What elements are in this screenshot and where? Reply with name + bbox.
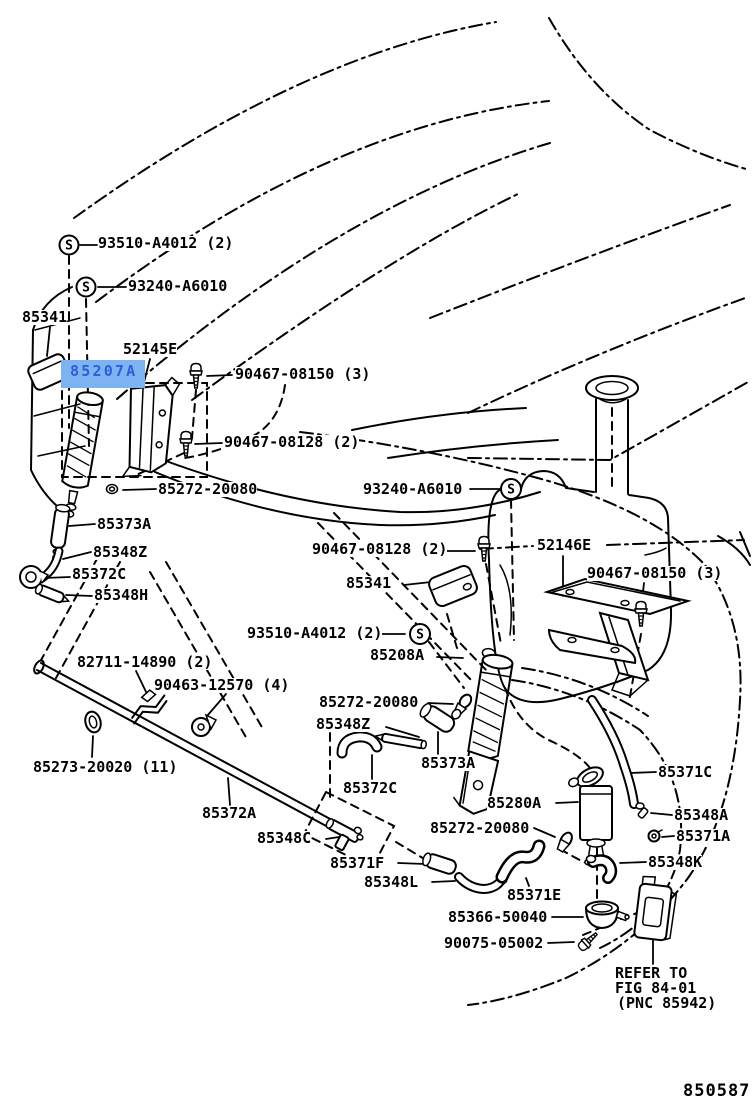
part-label-refer-line-3: (PNC 85942): [617, 994, 717, 1012]
part-label-85348l[interactable]: 85348L: [364, 873, 419, 891]
part-label-93510-a4012-top[interactable]: 93510-A4012 (2): [98, 234, 234, 252]
part-label-85366-50040[interactable]: 85366-50040: [448, 908, 548, 926]
part-label-85348z-left[interactable]: 85348Z: [93, 543, 148, 561]
part-label-93240-a6010-top[interactable]: 93240-A6010: [128, 277, 228, 295]
part-label-85272-20080-1[interactable]: 85272-20080: [158, 480, 258, 498]
clamp-85272-bottom: [556, 831, 573, 853]
screw-icon: [634, 600, 648, 627]
part-label-90463-12570[interactable]: 90463-12570 (4): [154, 676, 290, 694]
bracket-pnc-85942: [633, 875, 678, 942]
bracket-52145e: [121, 376, 181, 478]
part-label-90467-08128-left[interactable]: 90467-08128 (2): [224, 433, 360, 451]
part-label-85341-right[interactable]: 85341: [346, 574, 392, 592]
washer-pump-85280a: [568, 766, 613, 866]
screw-symbol-icon: S: [409, 623, 431, 645]
part-label-93510-a4012-mid[interactable]: 93510-A4012 (2): [247, 624, 383, 642]
part-85373a-mid: [419, 702, 456, 733]
screw-symbol-icon: S: [75, 276, 97, 298]
screw-symbol-letter: S: [416, 628, 424, 643]
clamp-85272-mid: [451, 693, 473, 720]
part-label-90467-08150-right[interactable]: 90467-08150 (3): [587, 564, 723, 582]
part-label-52146e[interactable]: 52146E: [537, 536, 592, 554]
valve-85366: [585, 900, 630, 930]
clamp-82711: [131, 689, 168, 725]
part-label-85273-20020[interactable]: 85273-20020 (11): [33, 758, 178, 776]
label-leader-lines: [43, 244, 675, 965]
part-label-85348k[interactable]: 85348K: [648, 853, 703, 871]
screw-icon: [189, 362, 203, 389]
part-label-90467-08128-right[interactable]: 90467-08128 (2): [312, 540, 448, 558]
screw-symbol-letter: S: [82, 281, 90, 296]
part-label-85373a-mid[interactable]: 85373A: [421, 754, 476, 772]
bracket-52146e: [543, 577, 692, 697]
part-label-85348c[interactable]: 85348C: [257, 829, 312, 847]
part-label-85341-left[interactable]: 85341: [22, 308, 68, 326]
s-symbols: S S S S: [58, 234, 522, 645]
screw-symbol-icon: S: [500, 478, 522, 500]
part-label-90075-05002[interactable]: 90075-05002: [444, 934, 544, 952]
part-label-52145e[interactable]: 52145E: [123, 340, 178, 358]
part-label-refer-line-1: REFER TO: [615, 964, 688, 982]
part-label-85280a[interactable]: 85280A: [487, 794, 542, 812]
headlamp-washer-actuator-left: [27, 353, 181, 518]
screw-symbol-letter: S: [65, 239, 73, 254]
part-85348h: [34, 583, 71, 604]
connector-85348a: [635, 802, 649, 819]
part-label-85272-20080-3[interactable]: 85272-20080: [430, 819, 530, 837]
joint-85348c: [325, 818, 364, 851]
figure-code: 850587: [683, 1081, 751, 1101]
washer-nozzle-cover-right: [428, 564, 478, 608]
left-nozzle-small-parts: [19, 503, 71, 604]
grommet-85273: [84, 710, 102, 734]
screw-symbol-icon: S: [58, 234, 80, 256]
part-label-85371f[interactable]: 85371F: [330, 854, 385, 872]
screw-symbol-letter: S: [507, 483, 515, 498]
part-label-90467-08150-left[interactable]: 90467-08150 (3): [235, 365, 371, 383]
part-label-85348a[interactable]: 85348A: [674, 806, 729, 824]
part-label-85371e[interactable]: 85371E: [507, 886, 562, 904]
part-label-85272-20080-2[interactable]: 85272-20080: [319, 693, 419, 711]
part-label-85371c[interactable]: 85371C: [658, 763, 713, 781]
clip-90463: [191, 713, 218, 737]
washer-tube-85372a: [33, 659, 364, 851]
ring-85371a: [647, 829, 663, 843]
washer-pump-and-hoses: [422, 695, 678, 942]
part-label-85373a-left[interactable]: 85373A: [97, 515, 152, 533]
part-label-85348h[interactable]: 85348H: [94, 586, 149, 604]
part-label-refer-line-2: FIG 84-01: [615, 979, 697, 997]
part-label-85372a[interactable]: 85372A: [202, 804, 257, 822]
part-label-85371a[interactable]: 85371A: [676, 827, 731, 845]
part-label-85372c-mid[interactable]: 85372C: [343, 779, 398, 797]
screw-icon: [179, 430, 193, 457]
part-label-85207a[interactable]: 85207A: [61, 360, 146, 388]
part-label-85372c-left[interactable]: 85372C: [72, 565, 127, 583]
tube-85371f: [422, 852, 457, 875]
part-label-93240-a6010-mid[interactable]: 93240-A6010: [363, 480, 463, 498]
part-label-85348z-mid[interactable]: 85348Z: [316, 715, 371, 733]
part-85348z-mid: [373, 732, 427, 750]
part-label-82711-14890[interactable]: 82711-14890 (2): [77, 653, 213, 671]
part-label-85208a[interactable]: 85208A: [370, 646, 425, 664]
